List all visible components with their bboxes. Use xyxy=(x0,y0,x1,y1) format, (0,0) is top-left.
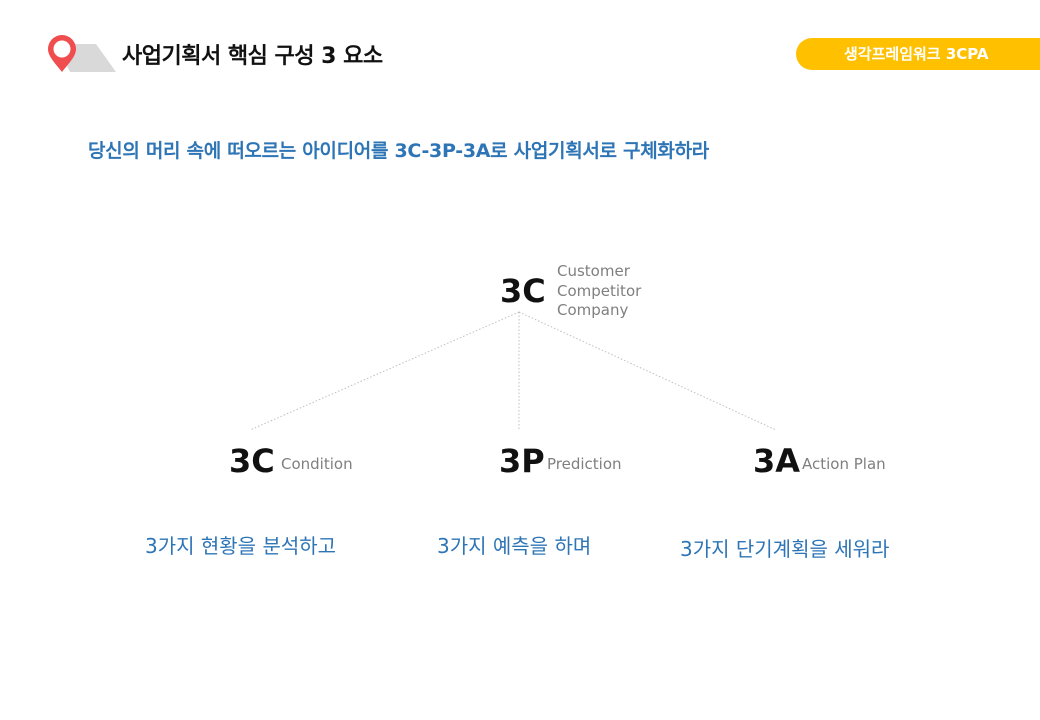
headline: 당신의 머리 속에 떠오르는 아이디어를 3C-3P-3A로 사업기획서로 구체… xyxy=(88,140,709,162)
node-action-label: Action Plan xyxy=(802,455,886,473)
connector-right xyxy=(518,311,777,431)
root-item-competitor: Competitor xyxy=(557,281,642,300)
root-item-customer: Customer xyxy=(557,262,630,280)
map-pin-icon xyxy=(48,35,76,72)
framework-tag-label: 생각프레임워크 3CPA xyxy=(844,45,989,63)
node-action-code: 3A xyxy=(753,442,801,480)
node-prediction-code: 3P xyxy=(499,442,545,480)
connector-left xyxy=(249,311,520,431)
node-prediction-label: Prediction xyxy=(547,455,622,473)
node-action-description: 3가지 단기계획을 세워라 xyxy=(680,537,890,561)
root-node-code: 3C xyxy=(500,272,546,310)
page-title: 사업기획서 핵심 구성 3 요소 xyxy=(122,44,383,69)
node-condition-code: 3C xyxy=(229,442,275,480)
root-item-company: Company xyxy=(557,301,629,319)
node-condition-description: 3가지 현황을 분석하고 xyxy=(145,534,337,558)
root-node-items: Customer Competitor Company xyxy=(557,262,641,321)
node-prediction-description: 3가지 예측을 하며 xyxy=(437,534,592,558)
framework-tag: 생각프레임워크 3CPA xyxy=(796,38,1040,70)
node-condition-label: Condition xyxy=(281,455,353,473)
